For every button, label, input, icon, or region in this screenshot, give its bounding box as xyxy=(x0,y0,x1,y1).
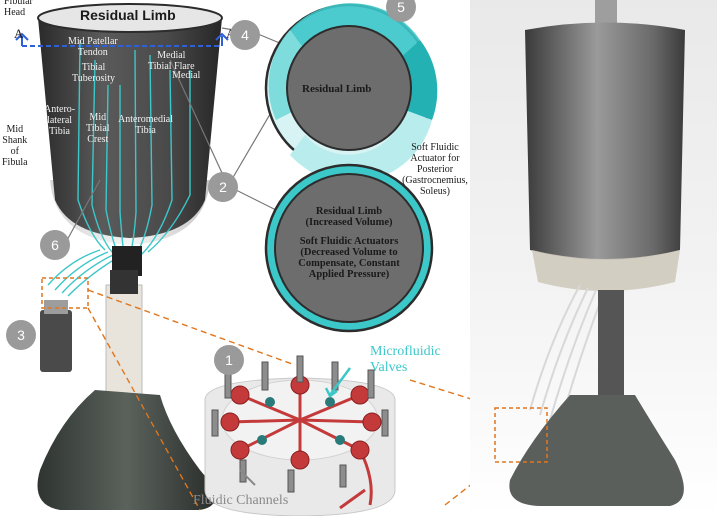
fibular-head-label: Fibular Head xyxy=(4,0,33,18)
section-arrow-left xyxy=(15,32,29,46)
photo-pylon xyxy=(598,290,624,400)
tibial-tuberosity-label: Tibial Tuberosity xyxy=(72,62,115,84)
microfluidic-valves-label: Microfluidic Valves xyxy=(370,344,441,375)
cross-section-bottom-volume-label: Residual Limb (Increased Volume) xyxy=(305,206,393,228)
pump-device xyxy=(40,310,72,372)
callout-2: 2 xyxy=(208,172,238,202)
mid-patellar-tendon-label: Mid Patellar Tendon xyxy=(68,36,118,58)
anterolateral-tibia-label: Antero- lateral Tibia xyxy=(44,104,76,137)
socket-rim xyxy=(37,3,223,33)
callout-3: 3 xyxy=(6,320,36,350)
pylon-tube xyxy=(105,284,143,396)
valve-chip xyxy=(204,355,396,516)
prosthesis-photo xyxy=(470,0,717,516)
pylon-joint xyxy=(110,270,138,294)
photo-shaft xyxy=(595,0,617,28)
photo-zoom-box xyxy=(494,407,548,463)
mid-shank-of-fibula-label: Mid Shank of Fibula xyxy=(2,124,28,168)
fluidic-channels-label: Fluidic Channels xyxy=(193,493,289,508)
zoom-box-small xyxy=(41,277,89,309)
medial-label: Medial xyxy=(172,70,201,81)
anteromedial-tibia-label: Anteromedial Tibia xyxy=(118,114,173,136)
cross-section-top xyxy=(264,3,438,183)
soft-actuator-label: Soft Fluidic Actuator for Posterior (Gas… xyxy=(402,142,468,197)
cross-section-bottom xyxy=(264,163,434,333)
section-arrow-right xyxy=(215,32,229,46)
callout-6: 6 xyxy=(40,230,70,260)
cross-section-top-label: Residual Limb xyxy=(302,83,372,95)
residual-limb-title: Residual Limb xyxy=(80,7,176,23)
cross-section-bottom-actuator-label: Soft Fluidic Actuators (Decreased Volume… xyxy=(298,236,400,280)
callout-5: 5 xyxy=(386,0,416,22)
medial-tibial-flare-label: Medial Tibial Flare xyxy=(148,50,195,72)
callout-4: 4 xyxy=(230,20,260,50)
callout-1: 1 xyxy=(214,345,244,375)
photo-socket xyxy=(525,22,685,260)
section-a-left-label: A xyxy=(14,26,24,41)
prosthetic-foot xyxy=(37,390,215,510)
photo-liner xyxy=(532,250,680,291)
photo-foot xyxy=(509,395,684,506)
mid-tibial-crest-label: Mid Tibial Crest xyxy=(86,112,110,145)
